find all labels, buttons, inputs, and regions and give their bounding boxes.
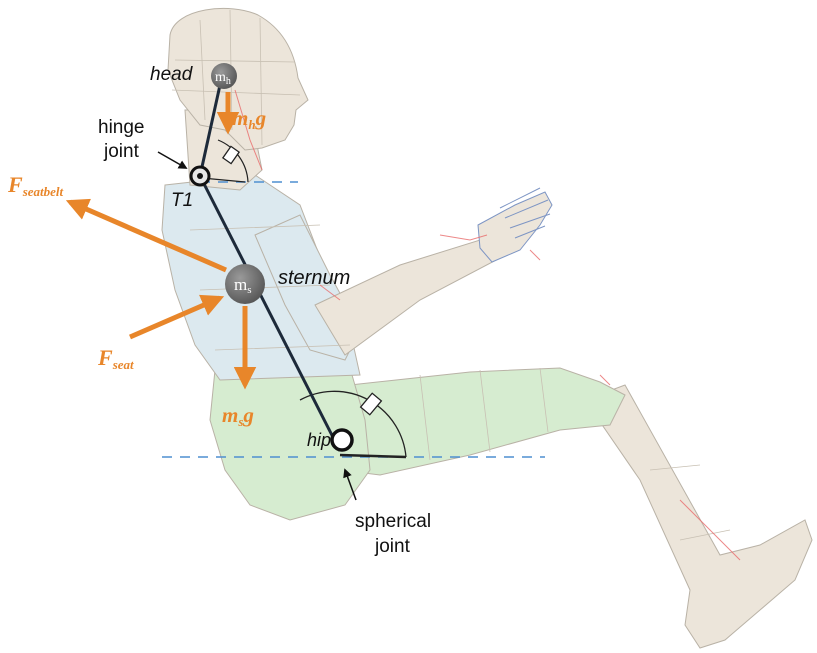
head-weight-g: g xyxy=(255,106,267,130)
hinge-joint-pointer xyxy=(158,152,186,168)
sternum-mass-sub: s xyxy=(247,284,251,296)
head-weight-sub: h xyxy=(248,117,255,132)
forearm xyxy=(315,240,500,355)
sternum-weight-g: g xyxy=(242,403,254,427)
thigh xyxy=(340,368,625,475)
svg-text:Fseatbelt: Fseatbelt xyxy=(7,172,64,199)
lower-leg xyxy=(585,385,812,648)
t1-label: T1 xyxy=(171,190,193,211)
svg-text:msg: msg xyxy=(222,403,254,429)
t1-hinge-joint xyxy=(191,167,209,185)
hinge-joint-label-line2: joint xyxy=(103,141,140,162)
spherical-joint-label-line1: spherical xyxy=(355,511,431,532)
human-body-model xyxy=(162,8,812,648)
svg-text:Fseat: Fseat xyxy=(97,345,134,372)
hinge-joint-label-line1: hinge xyxy=(98,117,145,138)
sternum-label: sternum xyxy=(278,267,350,289)
seatbelt-force-sub: seatbelt xyxy=(22,184,64,199)
hip-spherical-joint xyxy=(332,430,352,450)
head-label: head xyxy=(150,64,194,85)
seatbelt-force-label: F xyxy=(7,172,23,197)
seat-force-label: F xyxy=(97,345,113,370)
sternum-mass-label: m xyxy=(234,275,247,294)
sternum-weight-label: m xyxy=(222,403,238,427)
head-mass-label: m xyxy=(215,70,226,85)
spherical-joint-label-line2: joint xyxy=(374,536,411,557)
hip-label: hip xyxy=(307,430,331,450)
head-weight-label: m xyxy=(232,106,248,130)
seat-force-sub: seat xyxy=(112,357,134,372)
head-mass-sub: h xyxy=(226,76,231,87)
